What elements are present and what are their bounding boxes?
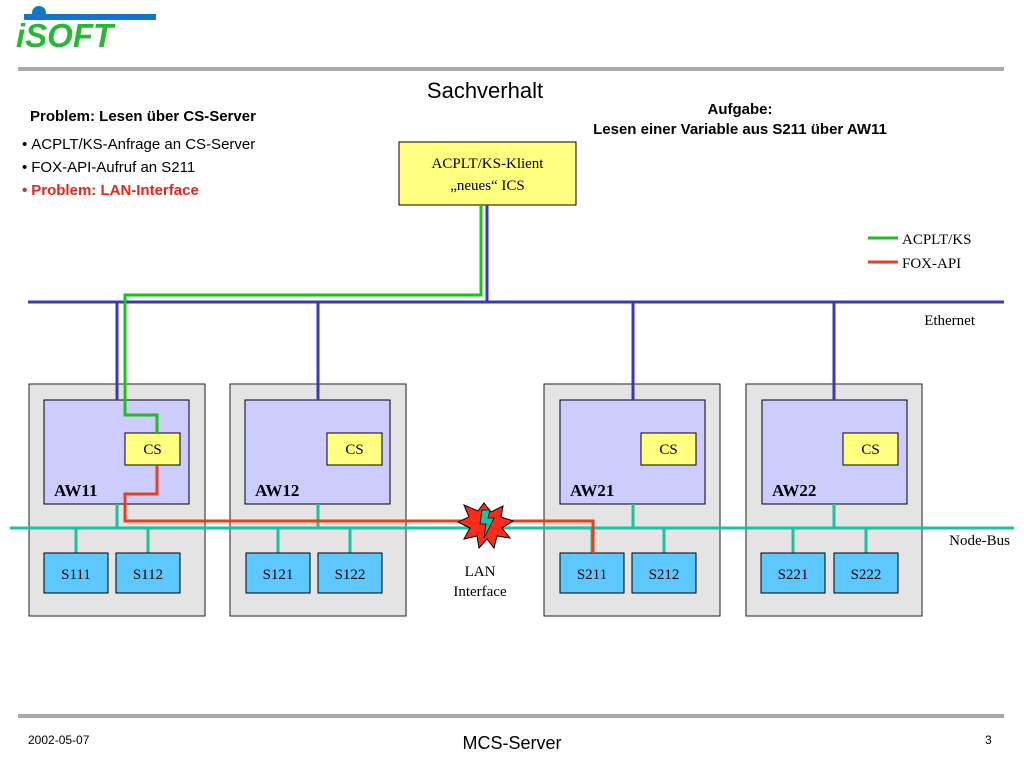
station-s122-label: S122	[335, 567, 366, 583]
node-bus-drops	[74, 504, 868, 553]
station-s121-box	[245, 552, 311, 594]
problem-item: •FOX-API-Aufruf an S211	[22, 156, 255, 179]
aw21-label: AW21	[570, 481, 614, 500]
client-label-line1: ACPLT/KS-Klient	[432, 156, 545, 172]
client-label-line2: „neues“ ICS	[450, 178, 525, 194]
station-s222-box	[833, 552, 899, 594]
problem-item-text: FOX-API-Aufruf an S211	[31, 159, 196, 176]
logo-bar-icon	[24, 14, 156, 20]
aw11-label: AW11	[54, 481, 97, 500]
station-s122-box	[317, 552, 383, 594]
station-s221-box	[760, 552, 826, 594]
fox-api-path	[123, 465, 595, 553]
station-s221-label: S221	[778, 567, 809, 583]
lan-interface-label-line1: LAN	[465, 564, 496, 580]
station-s111-box	[43, 552, 109, 594]
aw12-cs-box	[326, 432, 383, 466]
bullet-icon: •	[22, 136, 28, 153]
footer-page-number: 3	[985, 733, 992, 747]
lan-interface-label-line2: Interface	[453, 584, 507, 600]
station-s111-label: S111	[61, 567, 91, 583]
logo-text: iSOFT	[16, 17, 116, 54]
problem-heading: Problem: Lesen über CS-Server	[30, 108, 256, 125]
legend: ACPLT/KS FOX-API	[868, 232, 971, 272]
aw11-cs-label: CS	[143, 442, 161, 458]
problem-item-text: ACPLT/KS-Anfrage an CS-Server	[31, 136, 256, 153]
problem-item-text: Problem: LAN-Interface	[31, 182, 199, 199]
aw11-cs-box	[124, 432, 181, 466]
aw12-cs-label: CS	[345, 442, 363, 458]
station-s112-label: S112	[133, 567, 163, 583]
problem-item: •ACPLT/KS-Anfrage an CS-Server	[22, 133, 255, 156]
bottom-divider	[18, 714, 1004, 718]
logo-dot-icon	[32, 6, 46, 20]
legend-acplt-label: ACPLT/KS	[902, 232, 971, 248]
station-s112-box	[115, 552, 181, 594]
ethernet-label: Ethernet	[924, 313, 976, 329]
task-block: Aufgabe: Lesen einer Variable aus S211 ü…	[560, 100, 920, 140]
station-s212-label: S212	[649, 567, 680, 583]
aw22-cs-label: CS	[861, 442, 879, 458]
bullet-icon: •	[22, 159, 28, 176]
problem-item-highlight: •Problem: LAN-Interface	[22, 179, 255, 202]
bullet-icon: •	[22, 182, 28, 199]
aw21-cs-box	[640, 432, 697, 466]
task-heading: Aufgabe:	[707, 101, 773, 118]
aw22-label: AW22	[772, 481, 816, 500]
station-boxes	[43, 552, 899, 594]
slide-title: Sachverhalt	[426, 78, 544, 103]
aw22-cs-box	[842, 432, 899, 466]
isoft-logo: iSOFT	[16, 6, 156, 54]
station-s212-box	[631, 552, 697, 594]
problem-list: •ACPLT/KS-Anfrage an CS-Server •FOX-API-…	[22, 133, 255, 202]
station-s222-label: S222	[851, 567, 882, 583]
lan-interface-burst-icon	[456, 502, 515, 550]
aw21-cs-label: CS	[659, 442, 677, 458]
aw12-label: AW12	[255, 481, 299, 500]
station-s211-label: S211	[577, 567, 607, 583]
footer-title: MCS-Server	[462, 733, 562, 753]
client-box	[398, 141, 577, 206]
top-divider	[18, 67, 1004, 71]
node-bus-label: Node-Bus	[949, 533, 1010, 549]
footer-date: 2002-05-07	[28, 733, 90, 747]
station-s121-label: S121	[263, 567, 294, 583]
task-description: Lesen einer Variable aus S211 über AW11	[593, 121, 887, 138]
legend-fox-label: FOX-API	[902, 256, 961, 272]
acplt-ks-path	[123, 205, 483, 433]
station-s211-box	[559, 552, 625, 594]
